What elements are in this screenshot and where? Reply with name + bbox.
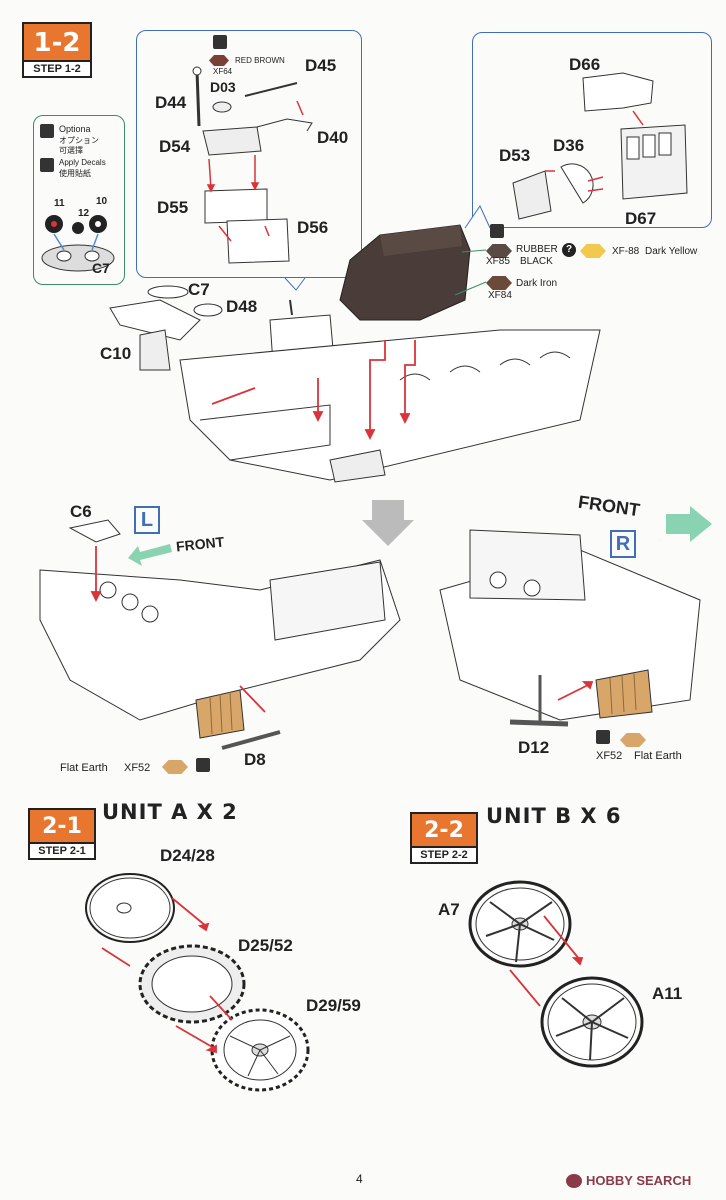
main-part-d48: D48 [226,297,258,316]
dark-iron-label: Dark Iron [516,278,558,289]
step-label: STEP 1-2 [22,60,92,78]
engine-parts-illustration [192,66,313,264]
part-d29-59: D29/59 [306,996,361,1015]
part-d53: D53 [499,146,531,165]
paint-icon-left [196,758,210,772]
dark-yellow-label: Dark Yellow [645,246,698,257]
dark-yellow-code: XF-88 [612,246,640,257]
step-1-2-badge: 1-2 STEP 1-2 [22,22,92,78]
unit-b-title: UNIT B X 6 [486,804,622,828]
flat-earth-label-left: Flat Earth [60,762,108,774]
part-d24-28: D24/28 [160,846,215,865]
flat-earth-code-right: XF52 [596,750,623,762]
step-2-2-number: 2-2 [410,812,478,846]
red-brown-swatch [209,55,229,66]
optional-jp: オプション [59,136,99,145]
engine-block-illustration [512,72,688,220]
paint-icon-right-view [596,730,610,744]
dial-decals-illustration [41,215,115,272]
flat-earth-swatch-left [162,760,188,774]
part-d54: D54 [159,137,191,156]
dark-iron-swatch [486,276,512,290]
decal-en: Apply Decals [59,158,106,167]
option-icon [40,124,54,138]
part-d25-52: D25/52 [238,936,293,955]
part-d66: D66 [569,55,601,74]
flat-earth-swatch-right [620,733,646,747]
left-view-badge: L [134,506,160,534]
hobby-search-logo: HOBBY SEARCH [586,1173,692,1188]
decal-icon [40,158,54,172]
engine-block-callout: D66 D36 D53 D67 [472,32,712,228]
main-part-c7: C7 [188,280,210,299]
optional-callout: Optiona オプション 可選擇 Apply Decals 使用貼紙 11 1… [33,115,125,285]
part-a11: A11 [652,984,683,1003]
main-part-c10: C10 [100,344,132,363]
chassis-main-illustration [109,204,601,546]
step-2-2-badge: 2-2 STEP 2-2 [410,812,478,864]
right-view-badge: R [610,530,636,558]
step-2-1-number: 2-1 [28,808,96,842]
part-d03: D03 [210,79,236,95]
question-icon: ? [562,243,576,257]
paint-icon-right [490,224,504,238]
dark-iron-code: XF84 [488,290,512,301]
rubber-code: XF85 [486,256,510,267]
part-d36: D36 [553,136,585,155]
decal-cn: 使用貼紙 [59,169,91,178]
step-2-1-badge: 2-1 STEP 2-1 [28,808,96,860]
part-d44: D44 [155,93,187,112]
optional-title: Optiona [59,124,91,134]
rubber-label-2: BLACK [520,256,553,267]
part-d40: D40 [317,128,349,147]
part-d56: D56 [297,218,329,237]
part-a7: A7 [438,900,460,919]
part-d67: D67 [625,209,657,228]
hobby-search-logo-icon [566,1174,582,1188]
step-2-2-label: STEP 2-2 [410,846,478,864]
red-brown-code: XF64 [213,67,233,76]
dial-number-10: 10 [96,196,108,207]
part-d8: D8 [244,750,266,769]
rubber-black-swatch [486,244,512,258]
part-d12: D12 [518,738,550,757]
paint-icon [213,35,227,49]
dial-number-12: 12 [78,208,90,219]
step-number: 1-2 [22,22,92,60]
step-2-1-label: STEP 2-1 [28,842,96,860]
red-brown-label: RED BROWN [235,56,285,65]
optional-cn: 可選擇 [59,146,83,155]
flat-earth-code-left: XF52 [124,762,151,774]
unit-b-illustration [468,880,644,1068]
flat-earth-label-right: Flat Earth [634,750,682,762]
left-view-illustration [39,506,712,750]
optional-part-c7: C7 [92,260,110,276]
part-d45: D45 [305,56,337,75]
engine-parts-callout: RED BROWN XF64 D45 D44 D03 D54 D40 D55 D… [136,30,362,278]
unit-a-title: UNIT A X 2 [102,800,238,824]
rubber-label: RUBBER [516,244,558,255]
dial-number-11: 11 [54,198,65,209]
page-number: 4 [356,1172,363,1186]
dark-yellow-swatch [580,244,606,258]
left-part-c6: C6 [70,502,92,521]
part-d55: D55 [157,198,189,217]
unit-a-illustration [85,873,310,1092]
